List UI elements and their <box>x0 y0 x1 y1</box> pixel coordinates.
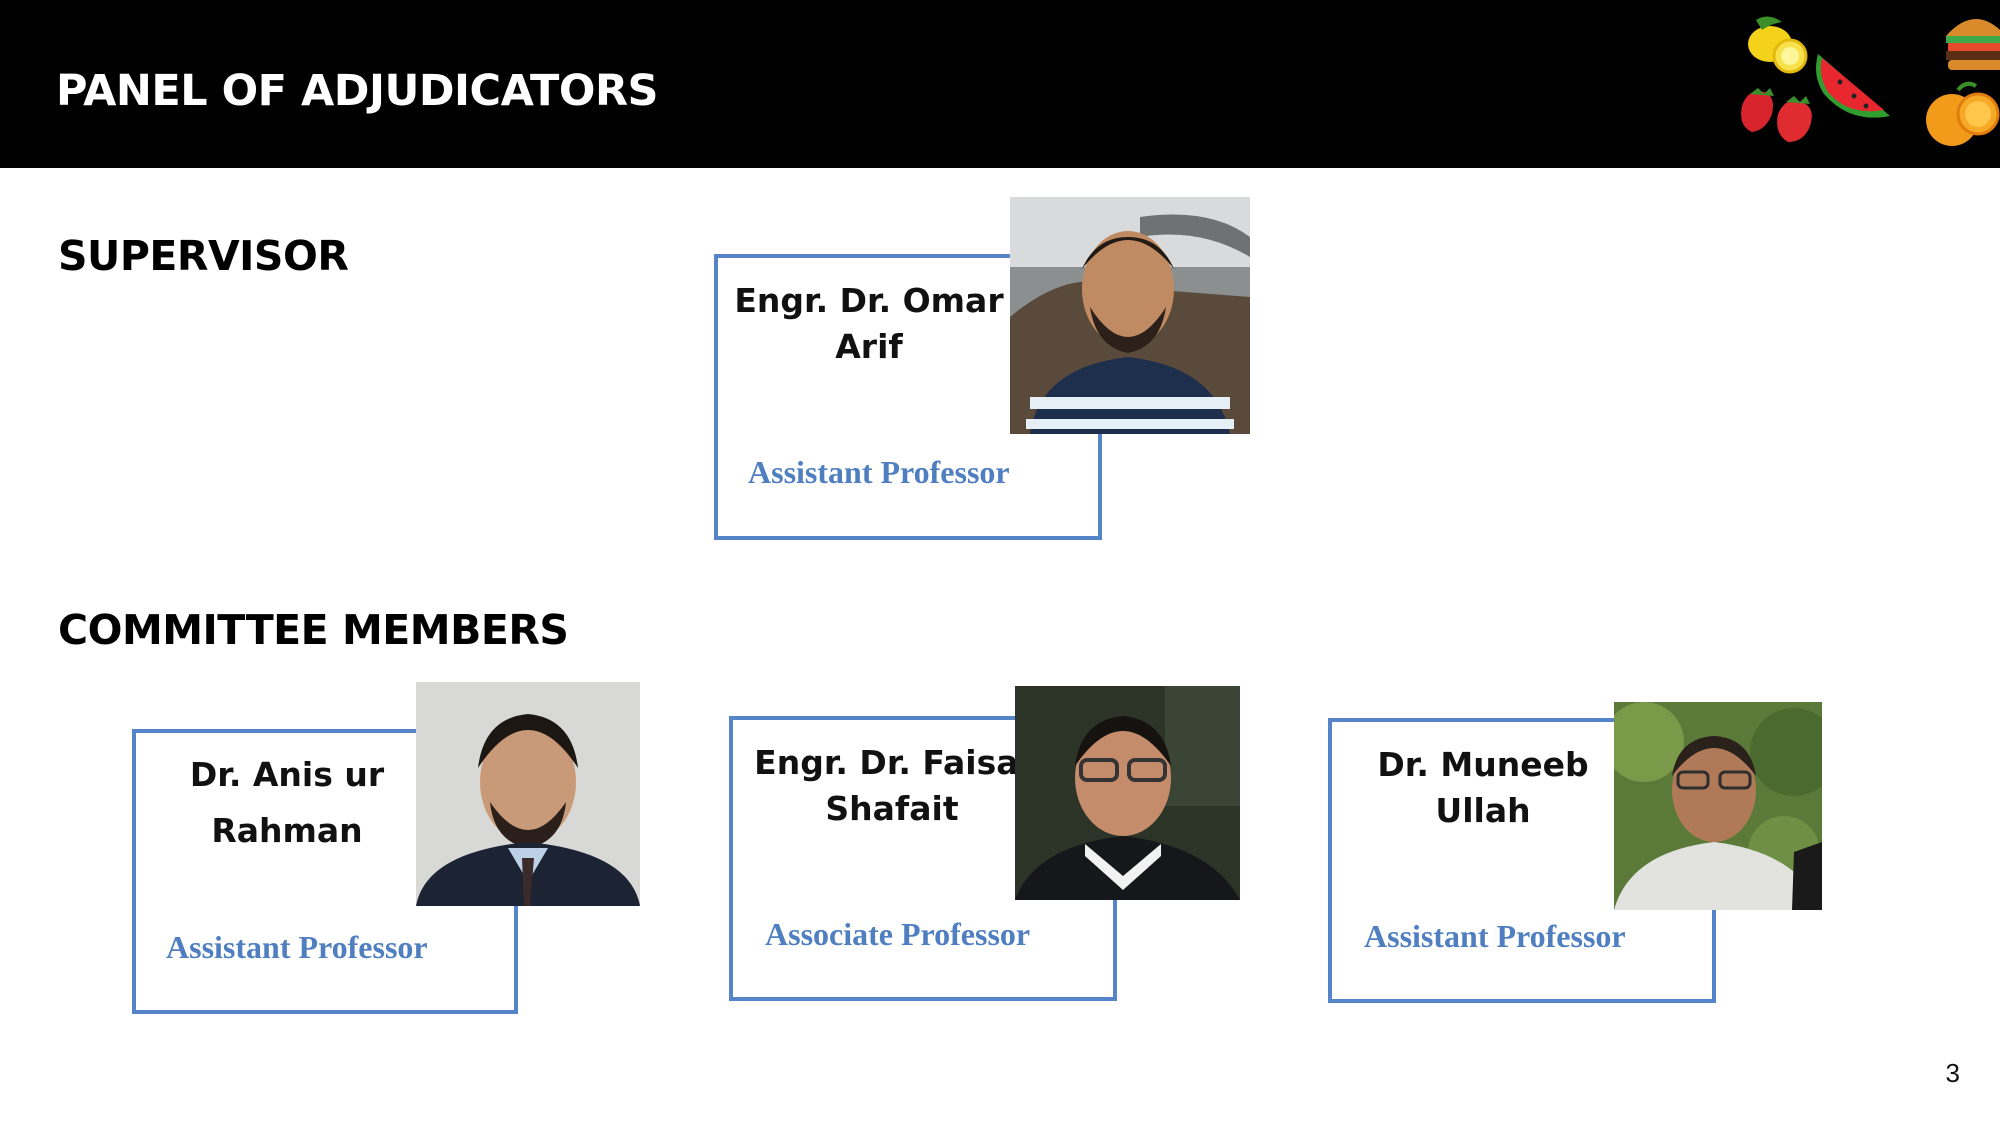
page-number: 3 <box>1945 1058 1960 1088</box>
committee-photo-3 <box>1614 702 1822 910</box>
watermelon-icon <box>1816 54 1890 118</box>
committee-name-2-line1: Engr. Dr. Faisal <box>754 743 1030 782</box>
committee-name-1-line1: Dr. Anis ur <box>189 755 385 794</box>
supervisor-name-line1: Engr. Dr. Omar <box>734 281 1004 320</box>
committee-name-2-line2: Shafait <box>825 789 959 828</box>
committee-photo-2 <box>1015 686 1240 900</box>
orange-icon <box>1926 81 2000 146</box>
strawberry-icon <box>1741 88 1812 142</box>
committee-name-1: Dr. Anis ur Rahman <box>142 747 432 859</box>
committee-heading: COMMITTEE MEMBERS <box>58 606 569 654</box>
fruit-logo <box>1720 6 2000 156</box>
supervisor-heading: SUPERVISOR <box>58 232 349 280</box>
header-bar: PANEL OF ADJUDICATORS <box>0 0 2000 168</box>
committee-title-2: Associate Professor <box>765 916 1031 952</box>
committee-title-3: Assistant Professor <box>1364 918 1626 954</box>
supervisor-title: Assistant Professor <box>748 454 1010 490</box>
committee-name-3-line1: Dr. Muneeb <box>1377 745 1589 784</box>
committee-name-1-line2: Rahman <box>211 811 363 850</box>
lemon-icon <box>1748 16 1808 74</box>
committee-photo-1 <box>416 682 640 906</box>
supervisor-name-line2: Arif <box>835 327 903 366</box>
burger-icon <box>1946 19 2000 70</box>
committee-name-3: Dr. Muneeb Ullah <box>1338 742 1628 834</box>
committee-name-3-line2: Ullah <box>1435 791 1531 830</box>
supervisor-name: Engr. Dr. Omar Arif <box>724 278 1014 370</box>
supervisor-photo <box>1010 197 1250 434</box>
committee-title-1: Assistant Professor <box>166 929 428 965</box>
slide-title: PANEL OF ADJUDICATORS <box>56 66 659 116</box>
committee-name-2: Engr. Dr. Faisal Shafait <box>747 740 1037 832</box>
